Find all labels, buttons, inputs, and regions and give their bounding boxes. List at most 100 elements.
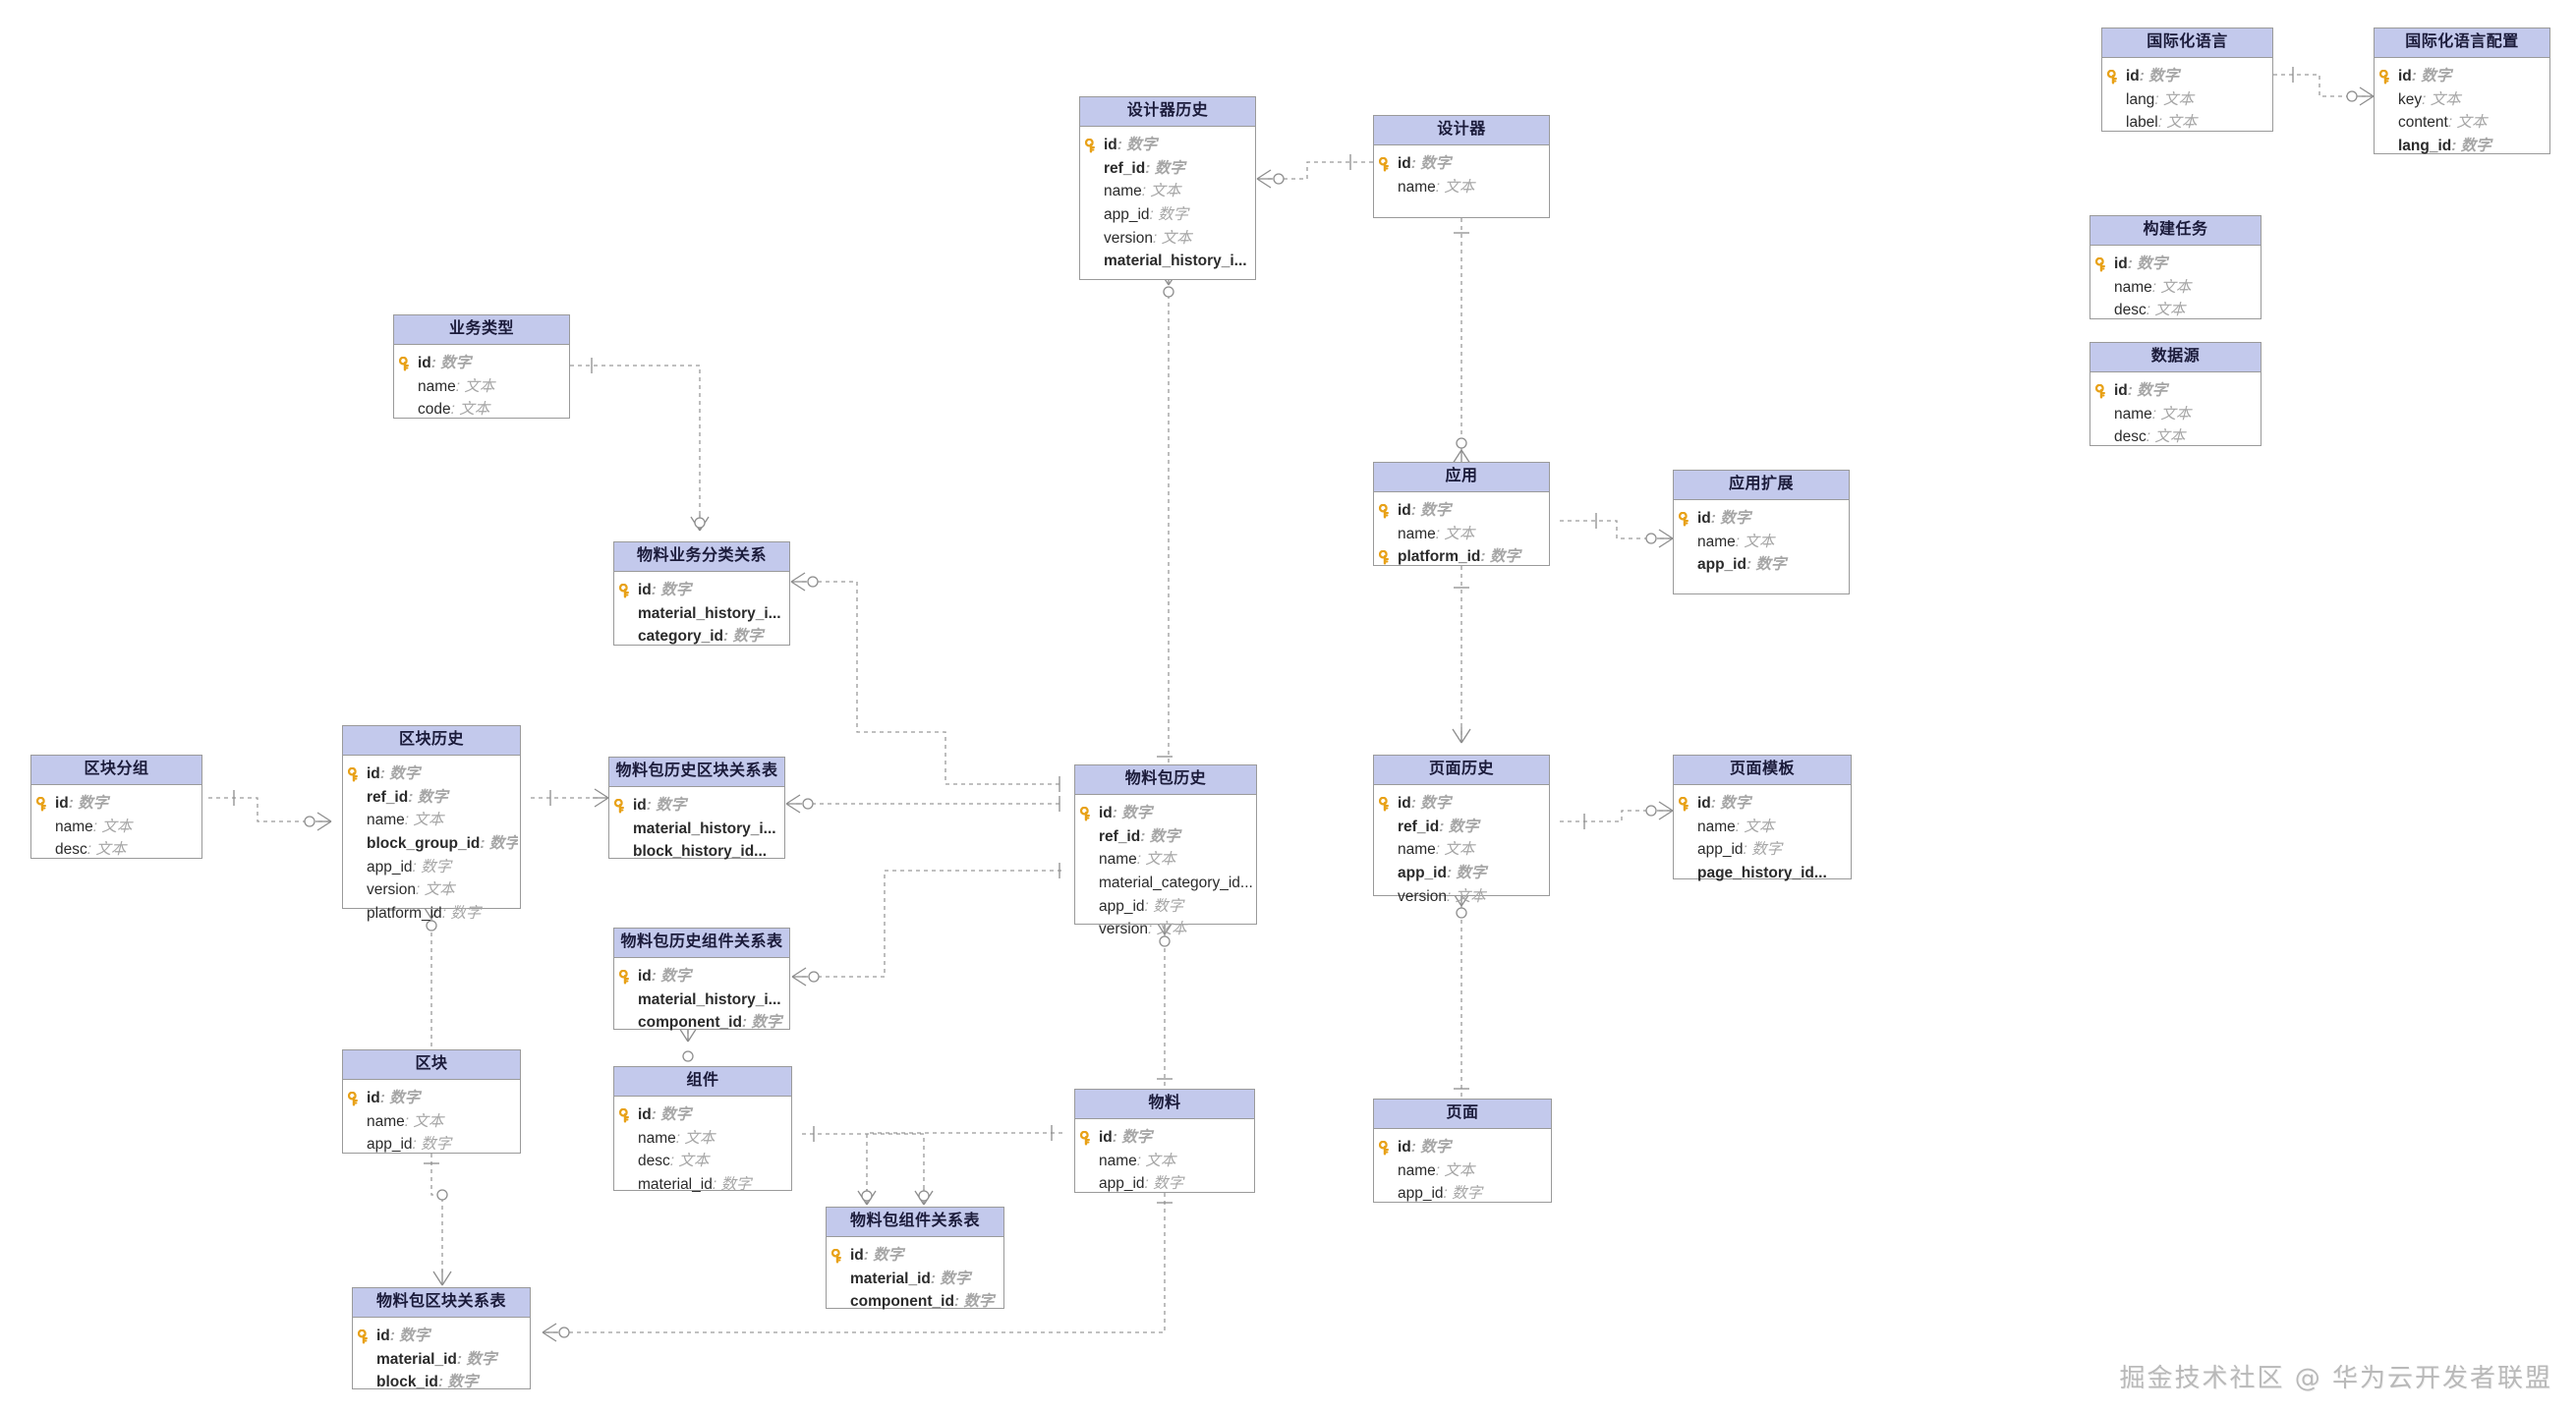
field-type: 文本 — [684, 1129, 716, 1147]
field-separator: : — [1410, 155, 1421, 173]
field-name: name — [1398, 525, 1436, 542]
entity-title: 区块 — [343, 1050, 520, 1081]
field-separator: : — [741, 1014, 752, 1032]
field-type: 数字 — [1751, 841, 1783, 859]
field-separator: : — [1435, 178, 1445, 196]
field-name: desc — [2114, 302, 2147, 319]
field-separator: : — [1435, 525, 1445, 542]
entity-title: 区块分组 — [31, 756, 201, 786]
field-name: name — [367, 812, 405, 829]
field-name: app_id — [1099, 897, 1145, 915]
entity-field: name: 文本 — [1676, 531, 1847, 554]
field-type: 数字 — [751, 1014, 782, 1032]
field-name: name — [367, 1112, 405, 1130]
field-name: app_id — [367, 858, 413, 875]
entity-field: id: 数字 — [616, 579, 787, 602]
field-separator: : — [92, 818, 102, 835]
entity-field: id: 数字 — [345, 762, 518, 786]
field-name: block_group_id — [367, 835, 481, 853]
entity-field: name: 文本 — [1676, 816, 1849, 839]
field-separator: : — [1710, 510, 1721, 528]
field-type: 文本 — [464, 377, 495, 395]
watermark-text: 掘金技术社区 @ 华为云开发者联盟 — [2119, 1364, 2552, 1393]
field-type: 数字 — [940, 1270, 971, 1287]
field-name: name — [1398, 841, 1436, 859]
entity-field: id: 数字 — [2376, 65, 2547, 88]
field-type: 数字 — [720, 1176, 752, 1194]
entity-field: id: 数字 — [611, 794, 782, 818]
entity-field: name: 文本 — [1077, 848, 1254, 872]
entity-field: ref_id: 数字 — [345, 786, 518, 810]
field-name: id — [418, 355, 431, 372]
field-separator: : — [1145, 159, 1155, 177]
field-name: id — [2126, 68, 2140, 85]
field-name: page_history_id... — [1697, 865, 1827, 882]
field-separator: : — [1410, 795, 1421, 813]
field-separator: : — [441, 904, 451, 922]
field-name: id — [1104, 137, 1117, 154]
field-separator: : — [863, 1247, 874, 1265]
field-name: id — [2398, 68, 2412, 85]
entity-field: id: 数字 — [1077, 802, 1254, 825]
entity-field: id: 数字 — [2104, 65, 2270, 88]
field-name: name — [1099, 1152, 1137, 1169]
entity-title: 应用扩展 — [1674, 471, 1849, 501]
entity-field: lang_id: 数字 — [2376, 135, 2547, 158]
field-name: desc — [638, 1153, 670, 1170]
field-type: 文本 — [2162, 90, 2194, 108]
entity-field: material_history_i... — [616, 988, 787, 1012]
field-name: block_history_id... — [633, 843, 768, 861]
field-separator: : — [408, 788, 418, 806]
entity-field: name: 文本 — [33, 816, 200, 839]
field-separator: : — [2127, 382, 2138, 400]
entity-title: 组件 — [614, 1067, 791, 1098]
field-type: 数字 — [421, 1136, 452, 1154]
field-type: 数字 — [1149, 827, 1180, 845]
field-name: material_id — [850, 1270, 931, 1287]
field-type: 文本 — [95, 841, 127, 859]
entity-field: material_history_i... — [1082, 250, 1253, 273]
field-type: 数字 — [2137, 255, 2168, 273]
entity-field: version: 文本 — [1082, 227, 1253, 251]
entity-field: app_id: 数字 — [345, 1133, 518, 1157]
field-type: 文本 — [1744, 533, 1775, 550]
field-separator: : — [1435, 841, 1445, 859]
field-type: 文本 — [459, 401, 490, 419]
field-separator: : — [412, 1136, 422, 1154]
entity-field: category_id: 数字 — [616, 625, 787, 649]
field-separator: : — [68, 795, 79, 813]
field-type: 数字 — [1420, 155, 1452, 173]
entity-title: 页面 — [1374, 1100, 1551, 1130]
entity-title: 国际化语言 — [2102, 28, 2272, 59]
